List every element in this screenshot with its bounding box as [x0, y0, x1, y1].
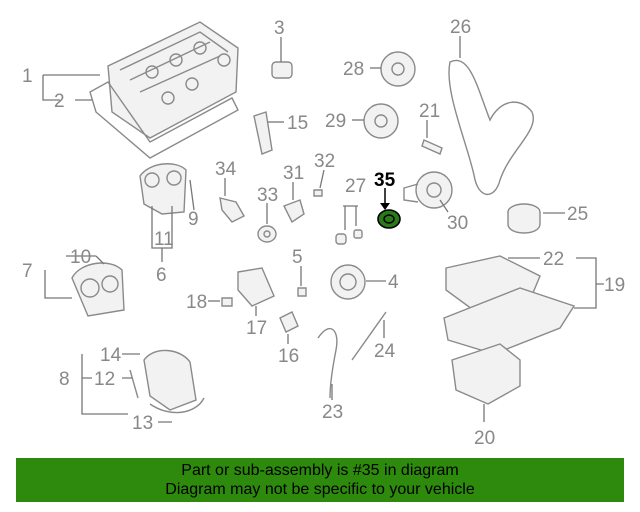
callout-7: 7: [22, 261, 33, 282]
callout-23: 23: [322, 402, 343, 423]
dipstick-tube-23: [317, 327, 338, 399]
sensor-16-part: [279, 311, 299, 333]
callout-35: 35: [374, 170, 396, 191]
callout-2: 2: [54, 91, 65, 112]
callout-9: 9: [188, 209, 199, 230]
banner-line-1: Part or sub-assembly is #35 in diagram: [181, 462, 459, 479]
cover-7-part: [71, 262, 125, 317]
callout-11: 11: [154, 229, 174, 250]
bolt-32-part: [313, 189, 323, 197]
callout-10: 10: [70, 247, 91, 268]
callout-21: 21: [419, 101, 440, 122]
callout-29: 29: [325, 111, 346, 132]
bolt-5-part: [297, 287, 307, 297]
callout-20: 20: [474, 428, 495, 449]
oil-filter-part: [507, 203, 541, 234]
bracket-31-part: [283, 199, 305, 224]
callout-31: 31: [283, 163, 304, 184]
callout-22: 22: [543, 249, 564, 270]
pulley-33-part: [257, 225, 277, 243]
callout-33: 33: [257, 185, 278, 206]
callout-18: 18: [186, 292, 207, 313]
banner-line-2: Diagram may not be specific to your vehi…: [165, 481, 475, 498]
callout-16: 16: [278, 346, 299, 367]
callout-28: 28: [343, 59, 364, 80]
callout-34: 34: [215, 159, 237, 180]
spacer-27-part: [335, 229, 363, 245]
callout-26: 26: [450, 17, 471, 38]
callout-13: 13: [132, 413, 153, 434]
callout-32: 32: [314, 151, 335, 172]
callout-1: 1: [22, 66, 33, 87]
callout-4: 4: [388, 272, 399, 293]
parts-diagram: 1 2 3 28 29 26 15 21 30 25: [22, 17, 625, 449]
timing-belt-part: [448, 59, 535, 196]
oil-cap-part: [271, 37, 293, 79]
callout-27: 27: [345, 176, 366, 197]
dipstick-24: [351, 311, 387, 361]
cam-sprocket-29: [363, 103, 399, 139]
callout-25: 25: [567, 204, 588, 225]
idler-pulley-35-highlighted: [377, 209, 401, 229]
bolt-18-part: [221, 297, 233, 307]
callout-3: 3: [274, 18, 285, 39]
bolt-21-part: [421, 139, 443, 155]
bracket-17-part: [237, 267, 275, 307]
oil-pan-upper-19: [443, 255, 576, 355]
callout-12: 12: [94, 369, 115, 390]
callout-30: 30: [447, 213, 468, 234]
tensioner-pulley-30: [403, 171, 453, 209]
sensor-34-part: [219, 197, 245, 223]
crank-pulley-part: [330, 264, 366, 300]
callout-19: 19: [604, 275, 625, 296]
bracket-15-part: [253, 111, 273, 155]
info-banner: Part or sub-assembly is #35 in diagram D…: [16, 458, 624, 502]
timing-cover-part: [139, 163, 187, 215]
valve-cover-part: [89, 21, 239, 159]
oil-pan-lower-20: [451, 343, 521, 405]
callout-8: 8: [59, 369, 70, 390]
callout-5: 5: [292, 247, 303, 268]
callout-15: 15: [287, 113, 308, 134]
callout-14: 14: [100, 345, 122, 366]
callout-17: 17: [246, 318, 267, 339]
callout-6: 6: [156, 265, 167, 286]
callout-24: 24: [374, 341, 396, 362]
lower-cover-part: [129, 349, 205, 414]
cam-sprocket-28: [380, 51, 416, 87]
